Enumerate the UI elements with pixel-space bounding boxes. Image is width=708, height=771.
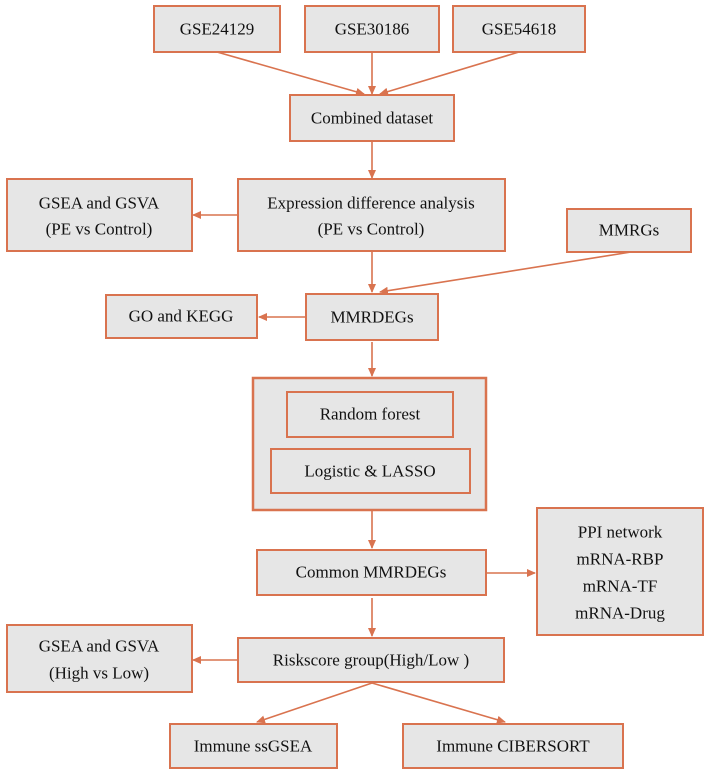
node-ml-group: Random forest Logistic & LASSO [251, 376, 488, 512]
node-immune-cibersort: Immune CIBERSORT [402, 723, 624, 769]
node-common-mmrdegs: Common MMRDEGs [256, 549, 487, 596]
edges [192, 51, 632, 724]
edge-riskscore-to-ssgsea [256, 682, 373, 724]
node-gse24129: GSE24129 [153, 5, 281, 53]
node-riskscore-group: Riskscore group(High/Low ) [237, 637, 505, 683]
node-gsea-gsva-pe-line1: GSEA and GSVA [39, 194, 160, 213]
node-expression-difference: Expression difference analysis (PE vs Co… [237, 178, 506, 252]
node-immune-ssgsea: Immune ssGSEA [169, 723, 338, 769]
edge-mmrgs-to-mmrdegs [379, 251, 632, 295]
node-immune-ssgsea-label: Immune ssGSEA [194, 737, 313, 756]
node-gsea-gsva-high-low-line2: (High vs Low) [49, 664, 149, 683]
node-ppi-line2: mRNA-RBP [577, 550, 664, 569]
node-gse54618-label: GSE54618 [482, 20, 557, 39]
node-gsea-gsva-pe-line2: (PE vs Control) [46, 220, 153, 239]
node-combined-dataset: Combined dataset [289, 94, 455, 142]
edge-gse54618-to-combined [379, 51, 520, 96]
node-combined-dataset-label: Combined dataset [311, 109, 434, 128]
node-gse30186: GSE30186 [304, 5, 440, 53]
node-logistic-lasso: Logistic & LASSO [270, 448, 471, 494]
node-mmrgs: MMRGs [566, 208, 692, 253]
edge-riskscore-to-cibersort [371, 682, 506, 724]
node-logistic-lasso-label: Logistic & LASSO [304, 462, 435, 481]
node-mmrdegs: MMRDEGs [305, 293, 439, 341]
node-immune-cibersort-label: Immune CIBERSORT [436, 737, 590, 756]
node-gsea-gsva-pe: GSEA and GSVA (PE vs Control) [6, 178, 193, 252]
node-go-kegg: GO and KEGG [105, 294, 258, 339]
node-gsea-gsva-high-low-line1: GSEA and GSVA [39, 637, 160, 656]
node-expression-difference-line1: Expression difference analysis [267, 194, 474, 213]
node-ppi-line4: mRNA-Drug [575, 604, 665, 623]
node-gse54618: GSE54618 [452, 5, 586, 53]
node-random-forest: Random forest [286, 391, 454, 438]
node-go-kegg-label: GO and KEGG [129, 307, 234, 326]
node-gse24129-label: GSE24129 [180, 20, 255, 39]
edge-gse24129-to-combined [216, 51, 365, 96]
node-mmrgs-label: MMRGs [599, 221, 659, 240]
node-gsea-gsva-high-low: GSEA and GSVA (High vs Low) [6, 624, 193, 693]
node-expression-difference-line2: (PE vs Control) [318, 220, 425, 239]
node-riskscore-group-label: Riskscore group(High/Low ) [273, 651, 469, 670]
node-random-forest-label: Random forest [320, 405, 421, 424]
node-gse30186-label: GSE30186 [335, 20, 410, 39]
node-ppi-network: PPI network mRNA-RBP mRNA-TF mRNA-Drug [536, 507, 704, 636]
node-ppi-line1: PPI network [578, 523, 663, 542]
node-ppi-line3: mRNA-TF [583, 577, 658, 596]
node-mmrdegs-label: MMRDEGs [330, 308, 413, 327]
node-common-mmrdegs-label: Common MMRDEGs [296, 563, 447, 582]
